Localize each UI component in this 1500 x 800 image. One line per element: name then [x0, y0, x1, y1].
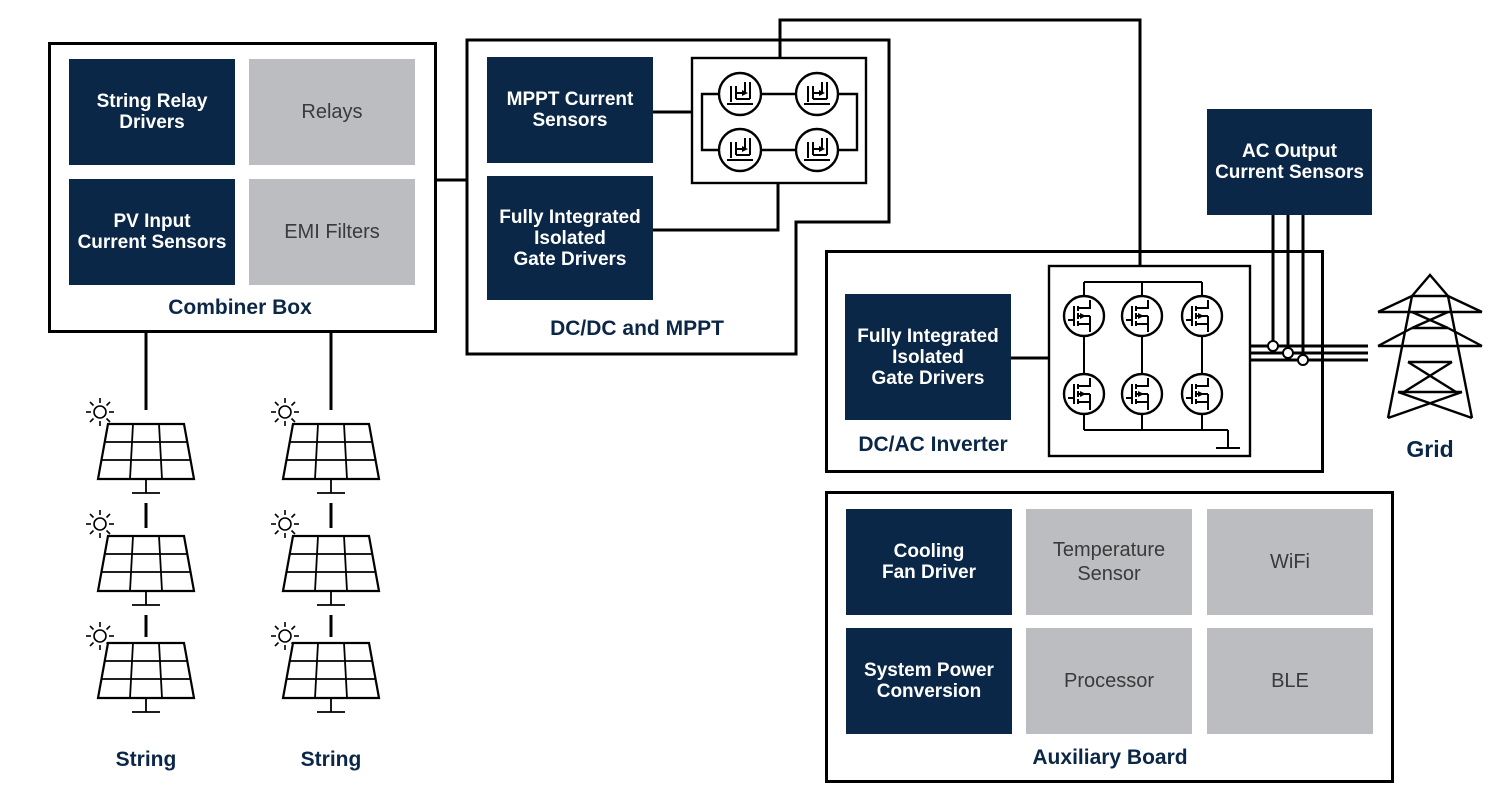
sun-icon	[270, 397, 300, 427]
string-panels-right	[270, 397, 381, 714]
sun-icon	[85, 509, 115, 539]
sun-icon	[85, 397, 115, 427]
solar-panel-icon	[281, 422, 381, 495]
processor-block: Processor	[1026, 628, 1192, 734]
transistor-icon	[717, 127, 763, 173]
relays-block: Relays	[249, 59, 415, 165]
mppt-current-sensors-block: MPPT Current Sensors	[487, 57, 653, 163]
cooling-fan-driver-block: Cooling Fan Driver	[846, 509, 1012, 615]
dcac-inverter	[825, 250, 1324, 473]
emi-filters-block: EMI Filters	[249, 179, 415, 285]
combiner-box	[48, 42, 437, 333]
solar-panel-icon	[281, 641, 381, 714]
dcdc-mppt-title: DC/DC and MPPT	[550, 317, 724, 340]
solar-panel-icon	[96, 422, 196, 495]
combiner-box-title: Combiner Box	[168, 296, 312, 319]
dcac-inverter-title: DC/AC Inverter	[858, 433, 1008, 456]
auxiliary-board	[825, 491, 1394, 783]
string-relay-drivers-block: String Relay Drivers	[69, 59, 235, 165]
system-power-conversion-block: System Power Conversion	[846, 628, 1012, 734]
dcdc-switch-bridge	[690, 56, 868, 185]
inverter-bridge	[1047, 264, 1252, 458]
transmission-tower-icon	[1377, 273, 1483, 420]
transistor-icon	[717, 71, 763, 117]
auxiliary-board-title: Auxiliary Board	[1032, 746, 1188, 769]
wifi-block: WiFi	[1207, 509, 1373, 615]
string-label-left: String	[115, 748, 177, 771]
inverter-gate-drivers-block: Fully Integrated Isolated Gate Drivers	[845, 294, 1011, 420]
grid-label: Grid	[1406, 436, 1454, 462]
ble-block: BLE	[1207, 628, 1373, 734]
dcdc-gate-drivers-block: Fully Integrated Isolated Gate Drivers	[487, 176, 653, 300]
solar-panel-icon	[281, 534, 381, 607]
ac-output-current-sensors-block: AC Output Current Sensors	[1207, 109, 1372, 215]
pv-input-current-sensors-block: PV Input Current Sensors	[69, 179, 235, 285]
sun-icon	[270, 509, 300, 539]
string-label-right: String	[300, 748, 362, 771]
transistor-icon	[794, 127, 840, 173]
string-panels-left	[85, 397, 196, 714]
solar-panel-icon	[96, 534, 196, 607]
temperature-sensor-block: Temperature Sensor	[1026, 509, 1192, 615]
solar-panel-icon	[96, 641, 196, 714]
transistor-icon	[794, 71, 840, 117]
